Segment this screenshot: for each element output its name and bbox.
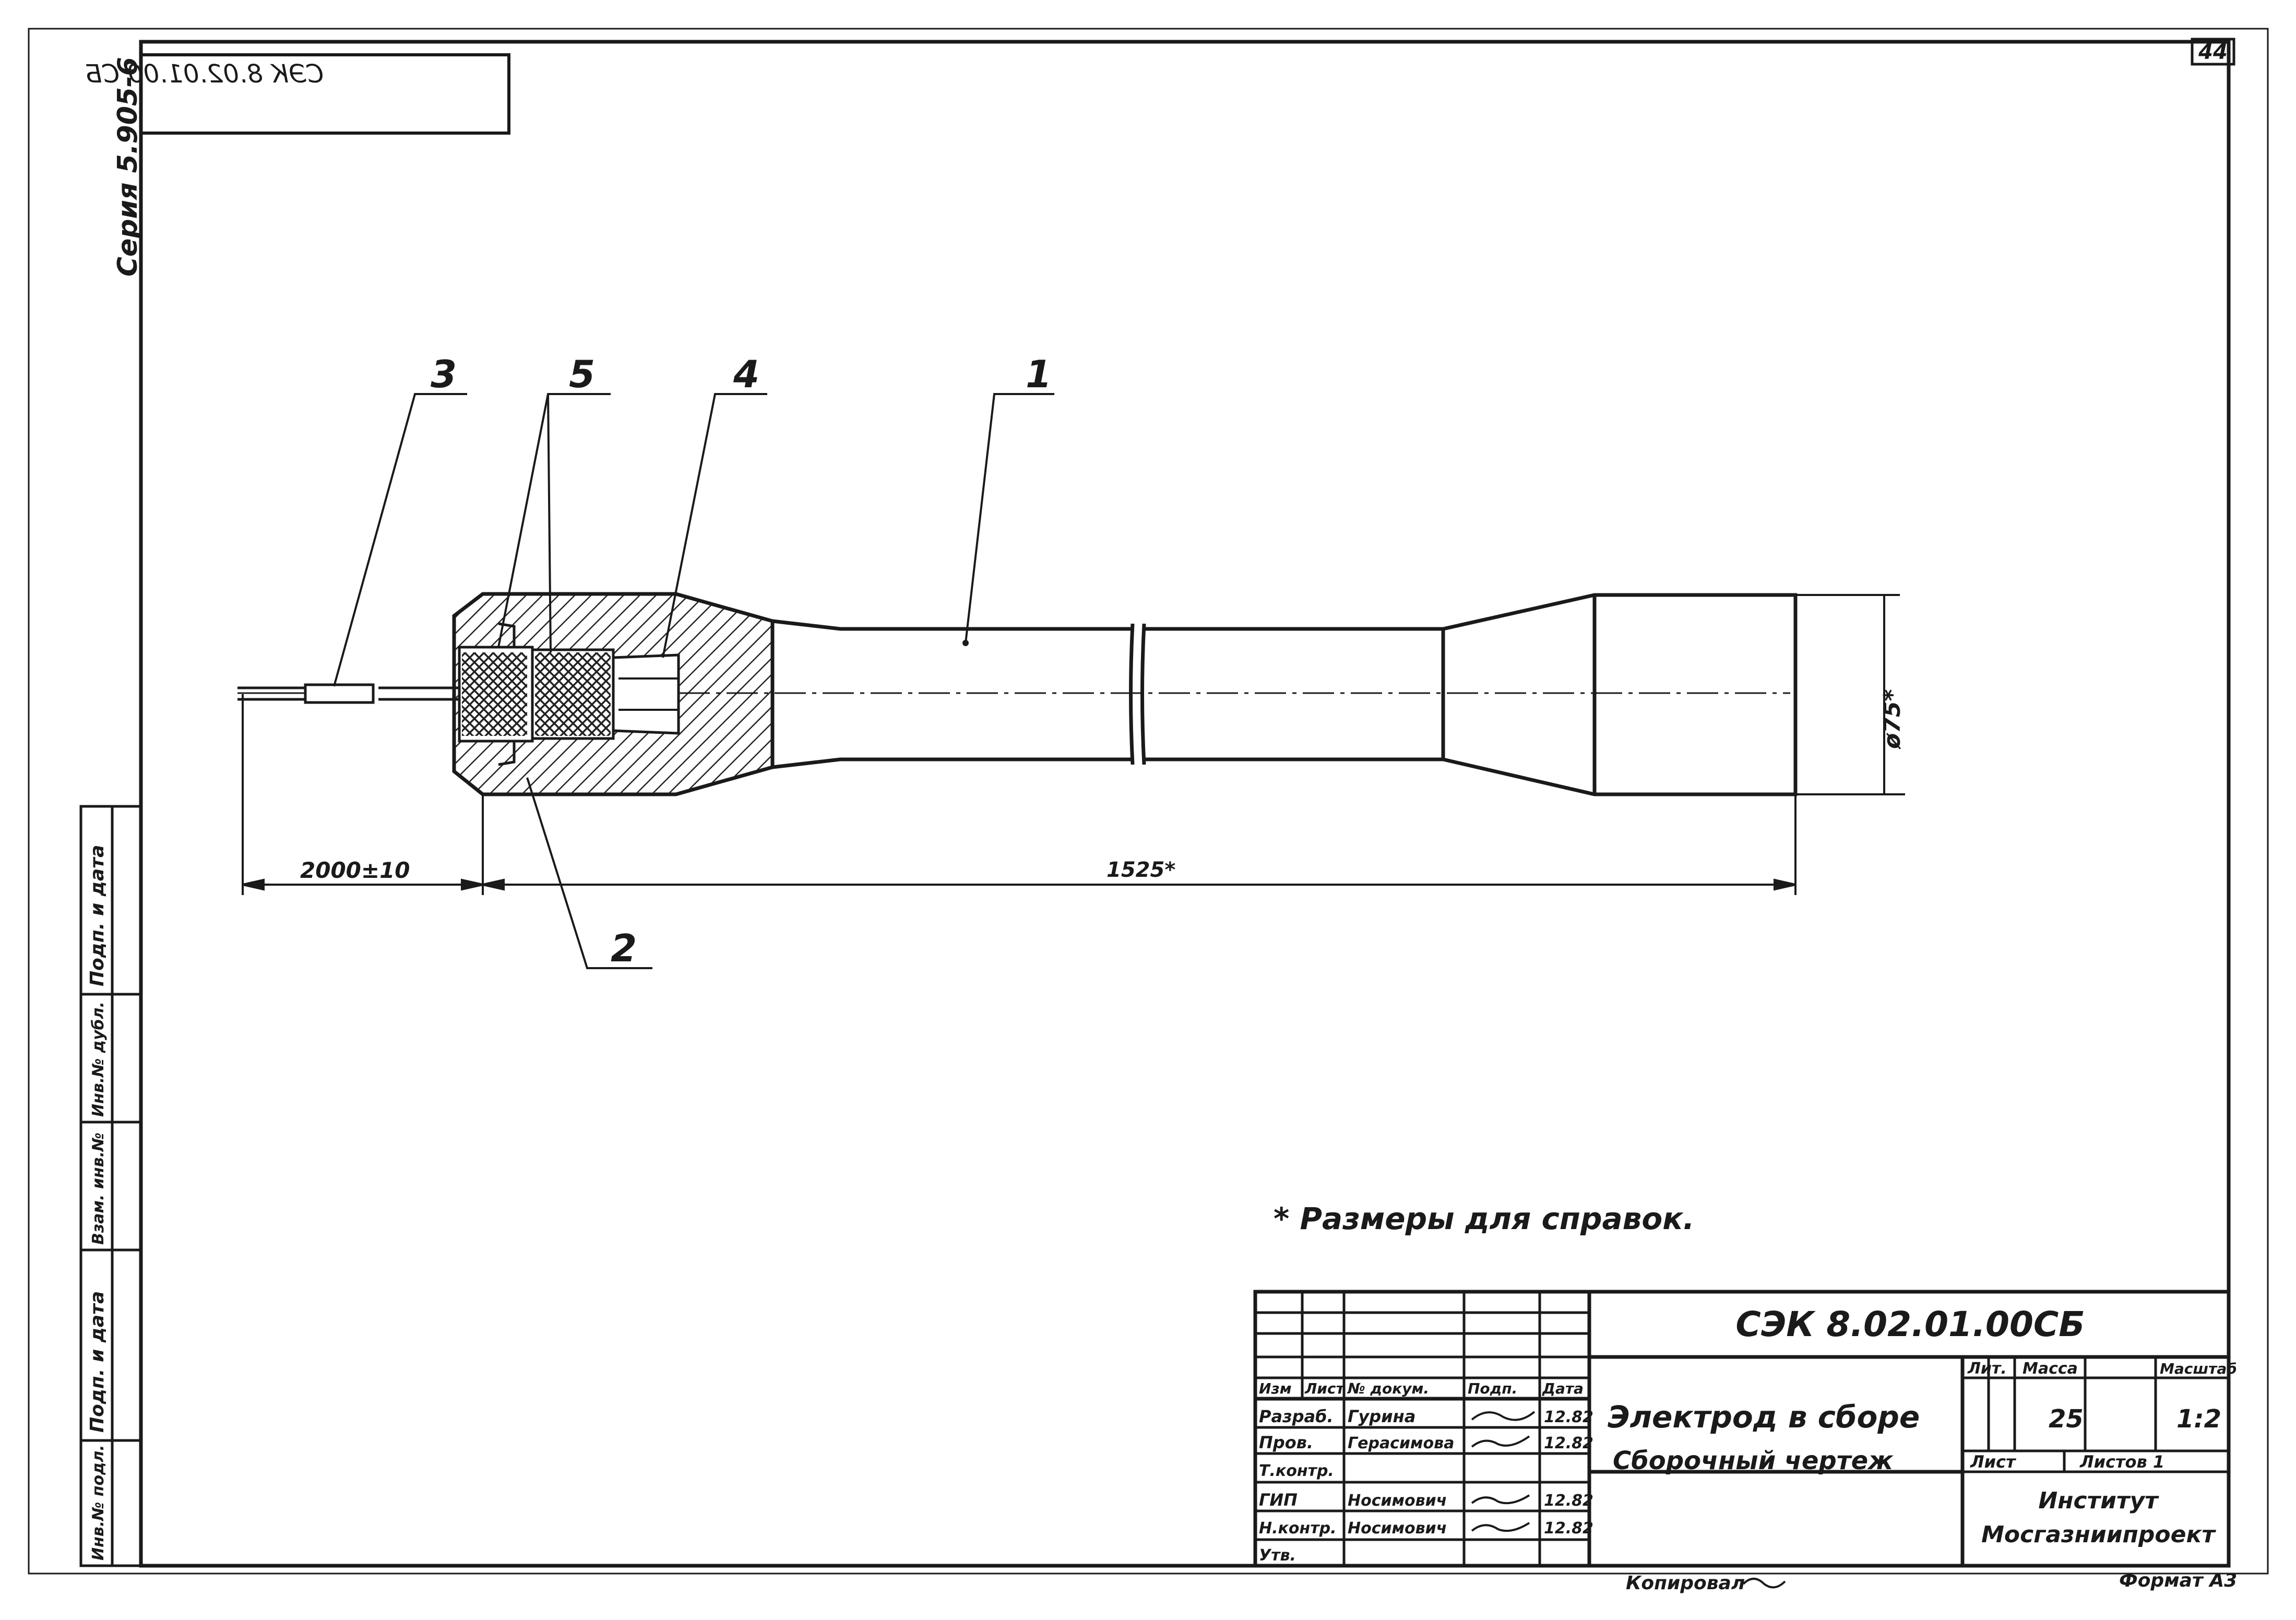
- side-stamp-field: Инв.№ подл.: [89, 1445, 108, 1561]
- cable-length-label: 2000±10: [300, 857, 410, 883]
- series-label: Серия 5.905-6: [112, 57, 144, 277]
- tb-header-podp: Подп.: [1468, 1380, 1517, 1397]
- scale-value: 1:2: [2176, 1404, 2221, 1434]
- tb-row-date: 12.82: [1544, 1519, 1593, 1538]
- reference-note: * Размеры для справок.: [1274, 1201, 1695, 1236]
- insulator: [458, 646, 615, 743]
- tb-header-list: Лист: [1304, 1380, 1345, 1397]
- tb-row-date: 12.82: [1544, 1408, 1593, 1426]
- tb-row-date: 12.82: [1544, 1492, 1593, 1510]
- tb-row-name: Герасимова: [1348, 1434, 1454, 1452]
- sheet-frame: [28, 28, 2269, 1575]
- leader-lines: [333, 393, 1054, 969]
- doc-code: СЭК 8.02.01.00СБ: [1735, 1304, 2085, 1344]
- diameter-label: ø75*: [1879, 689, 1906, 749]
- body-length-label: 1525*: [1107, 858, 1175, 882]
- callout-3: 3: [431, 352, 457, 396]
- org-line1: Институт: [2038, 1487, 2159, 1514]
- side-stamp-field: Инв.№ дубл.: [89, 1002, 108, 1117]
- tb-row-role: Утв.: [1259, 1546, 1296, 1565]
- cable: [237, 683, 485, 704]
- mirrored-code-box: СЭК 8.02.01.00 СБ: [85, 53, 510, 135]
- tb-row-role: ГИП: [1259, 1490, 1298, 1510]
- org-line2: Мосгазниипроект: [1981, 1521, 2216, 1548]
- tb-header-izm: Изм: [1259, 1380, 1292, 1397]
- side-stamp-field: Подп. и дата: [87, 845, 108, 986]
- format-label: Формат А3: [2119, 1570, 2237, 1591]
- tb-row-role: Т.контр.: [1259, 1462, 1334, 1480]
- callout-5: 5: [569, 352, 595, 396]
- mass-value: 25: [2049, 1404, 2084, 1434]
- scale-label: Масштаб: [2160, 1360, 2237, 1377]
- callout-2: 2: [611, 926, 637, 970]
- tb-header-doc: № докум.: [1347, 1380, 1429, 1397]
- tb-row-name: Носимович: [1348, 1519, 1447, 1538]
- copied-by: Копировал: [1626, 1573, 1745, 1594]
- side-stamp-field: Взам. инв.№: [89, 1133, 108, 1245]
- tb-row-name: Гурина: [1348, 1407, 1415, 1426]
- sheets-label: Листов 1: [2079, 1452, 2164, 1472]
- electrode-drawing: [237, 592, 1798, 796]
- callout-4: 4: [733, 352, 759, 396]
- mirrored-code: СЭК 8.02.01.00 СБ: [85, 59, 324, 89]
- side-stamp-field: Подп. и дата: [87, 1291, 108, 1433]
- doc-title-line2: Сборочный чертеж: [1613, 1446, 1894, 1475]
- tb-row-role: Н.контр.: [1259, 1519, 1336, 1538]
- tb-header-data: Дата: [1542, 1380, 1584, 1397]
- title-block: Изм Лист № докум. Подп. Дата Разраб. Гур…: [1253, 1290, 2237, 1568]
- tb-row-role: Пров.: [1259, 1433, 1313, 1452]
- page-number: 44: [2198, 40, 2228, 64]
- electrode-body: [772, 593, 1798, 796]
- tb-row-name: Носимович: [1348, 1492, 1447, 1510]
- length-dimensions: [242, 694, 1797, 895]
- lit-label: Лит.: [1967, 1360, 2007, 1378]
- callout-1: 1: [1026, 352, 1052, 396]
- side-stamp: Подп. и дата Инв.№ дубл. Взам. инв.№ Под…: [79, 805, 142, 1567]
- cone-part: [612, 653, 680, 735]
- tb-row-role: Разраб.: [1259, 1407, 1334, 1426]
- sheet-label: Лист: [1970, 1452, 2017, 1472]
- tb-row-date: 12.82: [1544, 1434, 1593, 1452]
- mass-label: Масса: [2023, 1360, 2078, 1378]
- diameter-dimension: [1795, 594, 1905, 795]
- doc-title-line1: Электрод в сборе: [1608, 1399, 1920, 1435]
